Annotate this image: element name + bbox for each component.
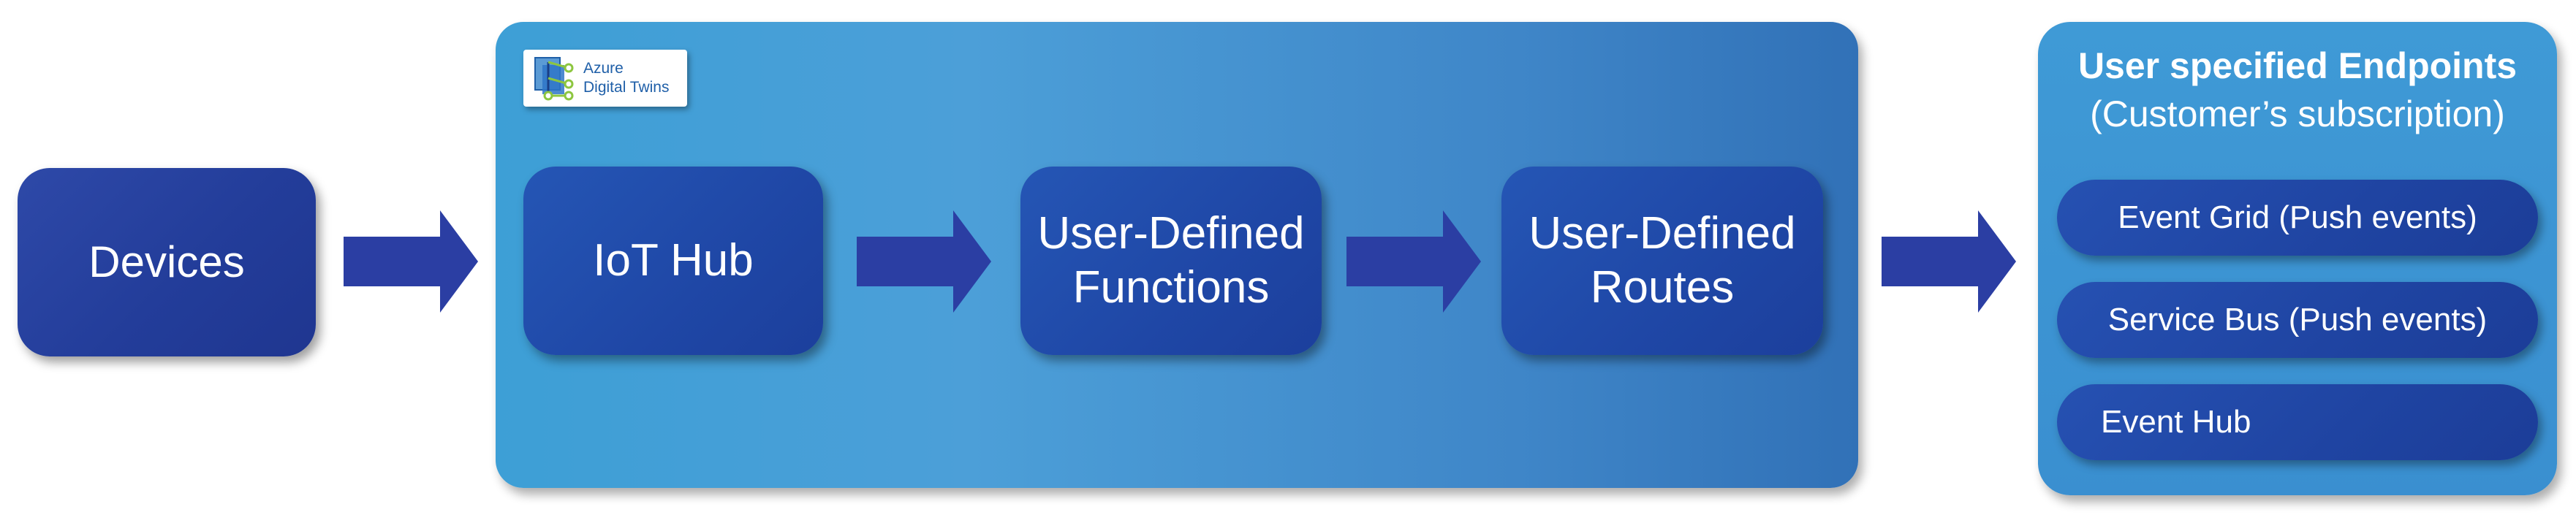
endpoint-event-hub-label: Event Hub [2101,404,2251,440]
logo-text: Azure Digital Twins [583,59,670,97]
endpoint-event-hub: Event Hub [2057,384,2538,460]
user-defined-routes-label: User-Defined Routes [1528,207,1796,313]
arrow-devices-to-iot-hub [344,210,478,313]
endpoints-subtitle: (Customer’s subscription) [2090,93,2505,134]
logo-line-digital-twins: Digital Twins [583,79,670,96]
azure-digital-twins-icon [534,57,574,101]
endpoint-service-bus: Service Bus (Push events) [2057,282,2538,358]
logo-line-azure: Azure [583,60,624,77]
endpoint-service-bus-label: Service Bus (Push events) [2107,302,2488,337]
iot-hub-node: IoT Hub [523,167,823,355]
endpoint-event-grid-label: Event Grid (Push events) [2118,199,2477,235]
arrow-routes-to-endpoints [1882,210,2016,313]
devices-label: Devices [88,237,245,286]
user-defined-routes-node: User-Defined Routes [1501,167,1823,355]
endpoints-title: User specified Endpoints [2077,45,2518,86]
arrow-functions-to-routes [1346,210,1481,313]
endpoint-event-grid: Event Grid (Push events) [2057,180,2538,256]
azure-digital-twins-logo: Azure Digital Twins [523,50,687,107]
devices-node: Devices [18,168,316,356]
iot-hub-label: IoT Hub [593,234,754,286]
user-defined-functions-node: User-Defined Functions [1020,167,1322,355]
arrow-iot-hub-to-functions [857,210,991,313]
user-defined-functions-label: User-Defined Functions [1037,207,1305,313]
